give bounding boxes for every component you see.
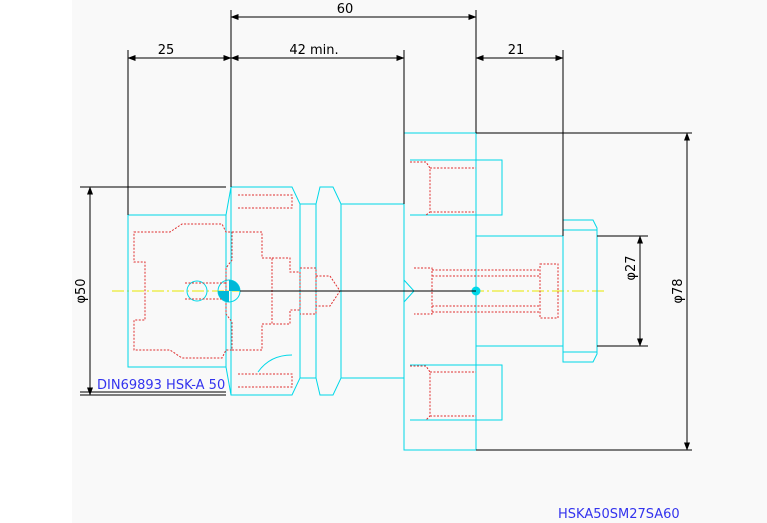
dim-diameter-27: φ27 — [624, 255, 639, 280]
center-mark-icon — [218, 280, 240, 302]
drawing-sheet — [72, 0, 767, 523]
dimension-lines — [80, 10, 692, 451]
dim-min-42: 42 min. — [289, 43, 338, 58]
part-number-label: HSKA50SM27SA60 — [558, 507, 680, 522]
dim-right-21: 21 — [508, 43, 525, 58]
standard-label: DIN69893 HSK-A 50 — [97, 378, 225, 393]
dim-overall-60: 60 — [337, 2, 354, 17]
dim-diameter-78: φ78 — [671, 278, 686, 303]
dim-diameter-50: φ50 — [74, 278, 89, 303]
dim-left-25: 25 — [158, 43, 175, 58]
